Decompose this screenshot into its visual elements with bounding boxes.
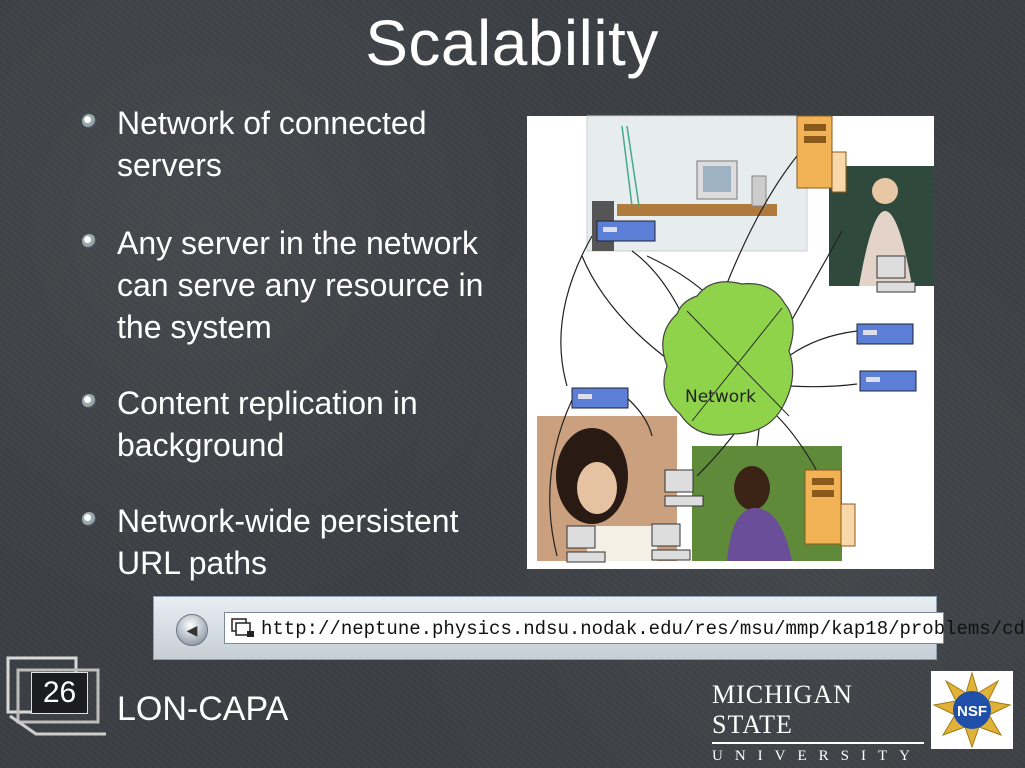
orange-server-icon: [796, 115, 847, 193]
bullet-text: Any server in the network can serve any …: [117, 225, 484, 345]
student-photo: [537, 416, 677, 561]
footer-text: LON-CAPA: [117, 690, 289, 728]
slide-number: 26: [31, 672, 88, 714]
slide-title: Scalability: [365, 7, 659, 79]
nsf-logo: NSF: [931, 671, 1013, 749]
computer-icon: [651, 523, 691, 561]
network-label: Network: [685, 387, 756, 407]
url-field[interactable]: http://neptune.physics.ndsu.nodak.edu/re…: [224, 612, 1025, 644]
computer-icon: [664, 469, 704, 507]
back-button[interactable]: ◀: [176, 614, 208, 646]
msu-logo-line2: UNIVERSITY: [712, 742, 924, 765]
bullet-item: Content replication in background: [82, 382, 527, 466]
bullet-item: Any server in the network can serve any …: [82, 222, 527, 348]
orange-server-icon: [804, 469, 856, 547]
url-text: http://neptune.physics.ndsu.nodak.edu/re…: [261, 618, 1025, 640]
blue-server-icon: [856, 323, 914, 345]
blue-server-icon: [596, 220, 656, 242]
network-cloud: [662, 281, 794, 436]
computer-icon: [566, 525, 606, 563]
bullet-icon: [82, 114, 96, 128]
bullet-text: Network of connected servers: [117, 105, 427, 183]
browser-address-bar: ◀ http://neptune.physics.ndsu.nodak.edu/…: [153, 596, 1025, 660]
bullet-icon: [82, 512, 96, 526]
msu-logo-line1: MICHIGAN STATE: [712, 680, 853, 739]
blue-server-icon: [571, 387, 629, 409]
bullet-icon: [82, 234, 96, 248]
nsf-logo-text: NSF: [957, 703, 987, 720]
network-diagram-svg: Network: [537, 115, 934, 563]
page-icon: [231, 618, 255, 638]
bullet-item: Network-wide persistent URL paths: [82, 500, 527, 584]
msu-logo: MICHIGAN STATE UNIVERSITY: [712, 680, 924, 764]
bullet-item: Network of connected servers: [82, 102, 527, 186]
blue-server-icon: [859, 370, 917, 392]
bullet-text: Network-wide persistent URL paths: [117, 503, 459, 581]
computer-icon: [876, 255, 916, 293]
bullet-text: Content replication in background: [117, 385, 418, 463]
network-diagram: Network: [527, 115, 934, 569]
bullet-icon: [82, 394, 96, 408]
cloud-lines: [686, 307, 790, 422]
